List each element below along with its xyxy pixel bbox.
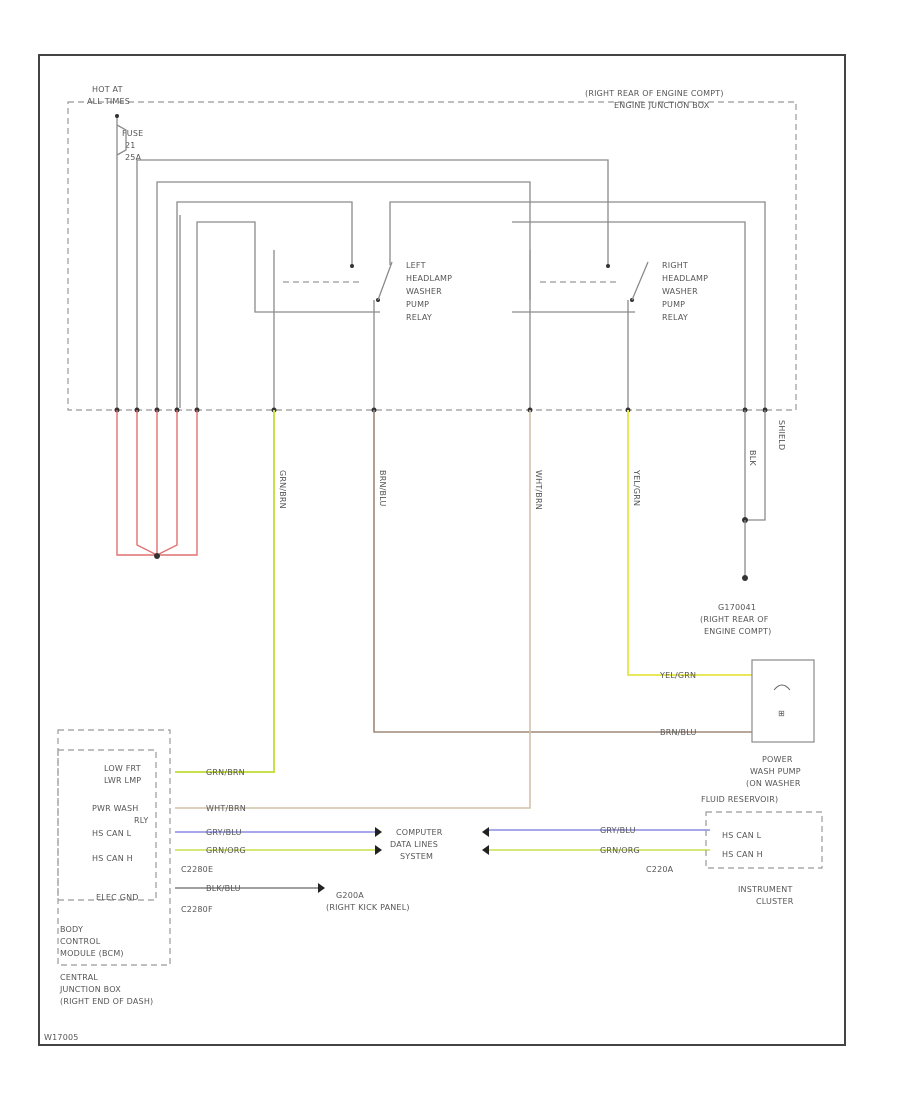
ic-pin-2: HS CAN H (722, 850, 763, 859)
fuse-label-1: FUSE (122, 129, 143, 138)
cdl-label-3: SYSTEM (400, 852, 433, 861)
blk-wire-label: BLK (748, 450, 757, 466)
instrument-cluster-outline (705, 811, 823, 869)
fuse-label-2: 21 (125, 141, 136, 150)
connector-right-label: C220A (646, 865, 674, 874)
left-relay-label-3: WASHER (406, 287, 442, 296)
ground-wiring (742, 410, 766, 581)
ic-label-2: CLUSTER (756, 897, 794, 906)
bcm-pin-6: HS CAN H (92, 854, 133, 863)
brn-blu-wire-label-2: BRN/BLU (660, 728, 697, 737)
ic-green-wire-label: GRN/ORG (600, 846, 640, 855)
cjb-label-1: CENTRAL (60, 973, 98, 982)
g200-label-2: (RIGHT KICK PANEL) (326, 903, 410, 912)
bcm-can-h-wire-label: GRN/ORG (206, 846, 246, 855)
left-relay (273, 250, 393, 408)
brn-blu-wire-label: BRN/BLU (378, 470, 387, 507)
bcm-label-2: CONTROL (60, 937, 101, 946)
body-control-module-outline (57, 749, 157, 901)
pump-label-4: FLUID RESERVOIR) (701, 795, 778, 804)
brn-blu-wire (373, 410, 752, 733)
wht-brn-wire (175, 410, 531, 809)
ic-data-wires (482, 827, 710, 855)
left-relay-label-5: RELAY (406, 313, 432, 322)
right-relay-label-2: HEADLAMP (662, 274, 708, 283)
pump-motor-icon (773, 684, 791, 691)
fuse-21 (115, 114, 127, 408)
left-relay-label-1: LEFT (406, 261, 426, 270)
right-relay-label-1: RIGHT (662, 261, 688, 270)
ejb-location-label: (RIGHT REAR OF ENGINE COMPT) (585, 89, 724, 98)
g200-label-1: G200A (336, 891, 364, 900)
bcm-pin-5: HS CAN L (92, 829, 132, 838)
connector-left-label-1: C2280E (181, 865, 213, 874)
cdl-label-2: DATA LINES (390, 840, 438, 849)
wht-brn-wire-label: WHT/BRN (534, 470, 543, 510)
pump-symbol: ⊞ (778, 709, 785, 718)
pump-label-3: (ON WASHER (746, 779, 801, 788)
yel-grn-wire-label: YEL/GRN (632, 469, 641, 506)
bcm-blue-wire-label: GRY/BLU (206, 828, 242, 837)
ejb-internal-wiring (136, 159, 766, 408)
ground-id-label: G170041 (718, 603, 756, 612)
bcm-pin-1: LOW FRT (104, 764, 141, 773)
ic-pin-1: HS CAN L (722, 831, 762, 840)
engine-junction-box-outline (67, 101, 797, 411)
ground-loc-label-2: ENGINE COMPT) (704, 627, 771, 636)
bcm-pin-2: LWR LMP (104, 776, 141, 785)
bcm-label-3: MODULE (BCM) (60, 949, 124, 958)
left-relay-label-2: HEADLAMP (406, 274, 452, 283)
grn-brn-wire-label: GRN/BRN (278, 470, 287, 509)
bcm-tan-wire-label: WHT/BRN (206, 804, 246, 813)
right-relay-label-4: PUMP (662, 300, 685, 309)
hot-at-label-1: HOT AT (92, 85, 123, 94)
bcm-data-wires (175, 827, 382, 893)
footer-id: W17005 (44, 1033, 79, 1042)
left-relay-label-4: PUMP (406, 300, 429, 309)
bcm-green-wire-label: GRN/BRN (206, 768, 245, 777)
grn-brn-wire (175, 410, 275, 773)
shield-label: SHIELD (777, 420, 786, 450)
bcm-ground-wire-label: BLK/BLU (206, 884, 241, 893)
ejb-name-label: ENGINE JUNCTION BOX (614, 101, 710, 110)
red-wire-bundle (116, 410, 198, 559)
page-frame (38, 54, 846, 1046)
pump-label-1: POWER (762, 755, 793, 764)
bcm-pin-4: RLY (134, 816, 148, 825)
ic-blue-wire-label: GRY/BLU (600, 826, 636, 835)
cjb-label-2: JUNCTION BOX (59, 985, 121, 994)
bcm-pin-7: ELEC GND (96, 893, 139, 902)
bcm-pin-3: PWR WASH (92, 804, 138, 813)
yel-grn-wire (627, 410, 752, 676)
pump-label-2: WASH PUMP (750, 767, 801, 776)
yel-grn-wire-label-2: YEL/GRN (659, 671, 696, 680)
ic-label-1: INSTRUMENT (738, 885, 793, 894)
power-wash-pump-box (751, 659, 815, 743)
ground-loc-label-1: (RIGHT REAR OF (700, 615, 769, 624)
hot-at-label-2: ALL TIMES (87, 97, 130, 106)
fuse-label-3: 25A (125, 153, 142, 162)
connector-left-label-2: C2280F (181, 905, 213, 914)
cjb-label-3: (RIGHT END OF DASH) (60, 997, 153, 1006)
bcm-label-1: BODY (60, 925, 83, 934)
cdl-label-1: COMPUTER (396, 828, 443, 837)
right-relay-label-5: RELAY (662, 313, 688, 322)
right-relay (529, 250, 649, 408)
right-relay-label-3: WASHER (662, 287, 698, 296)
central-junction-box-outline (57, 729, 171, 966)
